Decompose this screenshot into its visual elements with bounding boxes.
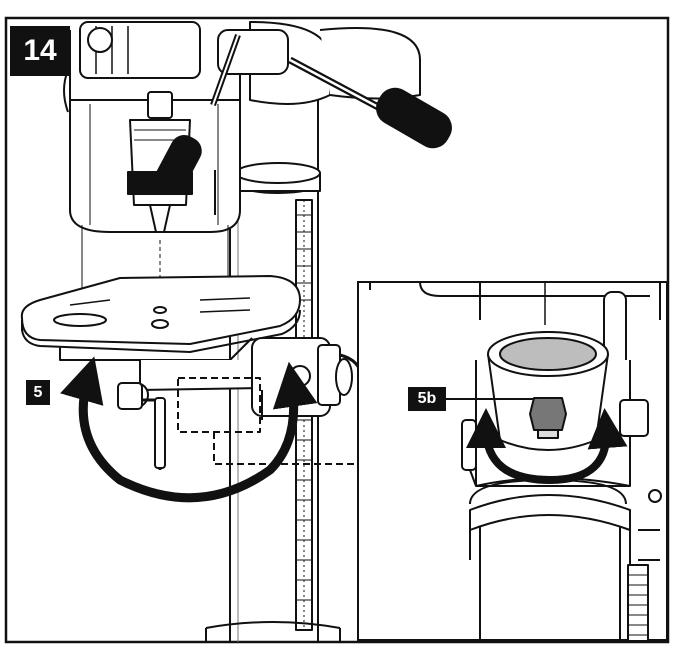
drill-press — [20, 21, 452, 642]
callout-label-clamp-bolt: 5b — [408, 387, 446, 411]
feed-handles — [87, 27, 452, 195]
rotate-arrow-icon — [60, 356, 318, 503]
callout-label-table: 5 — [26, 380, 50, 405]
rotate-arrow-icon — [466, 408, 628, 485]
step-number-badge: 14 — [10, 26, 70, 76]
inset-detail — [357, 281, 668, 641]
column-collar — [235, 162, 321, 194]
zoom-leader — [213, 432, 358, 465]
